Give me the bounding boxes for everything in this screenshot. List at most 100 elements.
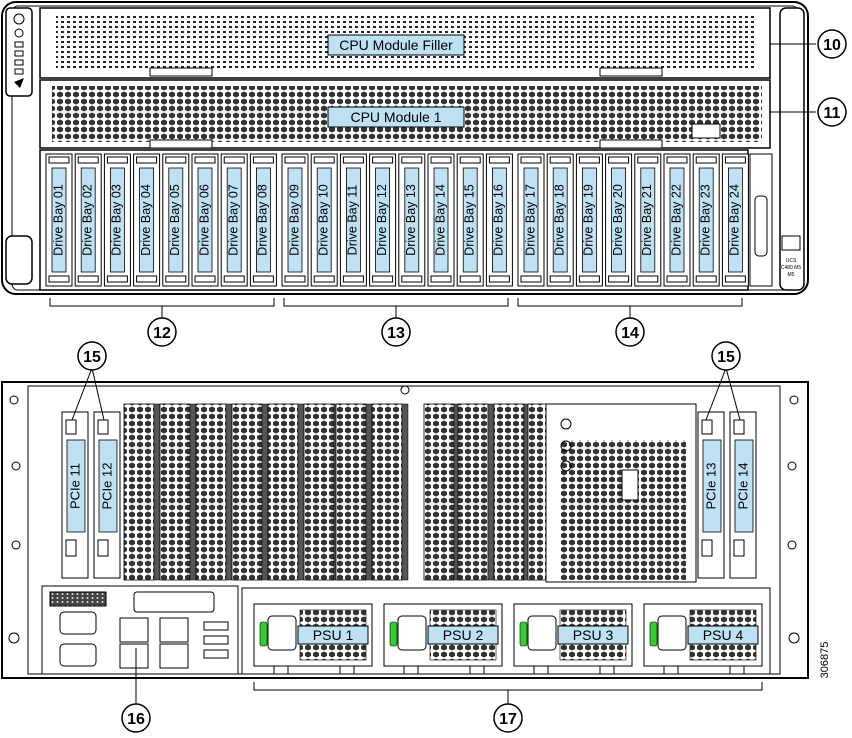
psu[interactable]: PSU 1 bbox=[253, 603, 373, 675]
drive-bay-label: Drive Bay 17 bbox=[523, 184, 537, 256]
ucs-label-1: UCS bbox=[786, 258, 797, 264]
drive-bay[interactable]: Drive Bay 07 bbox=[220, 153, 248, 287]
drive-bay[interactable]: Drive Bay 16 bbox=[485, 153, 513, 287]
ucs-label-2: C480 M5 bbox=[781, 265, 802, 271]
svg-text:14: 14 bbox=[621, 325, 639, 342]
cpu-filler-label: CPU Module Filler bbox=[339, 37, 453, 53]
pcie-slot-filler bbox=[493, 403, 531, 581]
figure-id: 306875 bbox=[819, 642, 831, 679]
drive-bay[interactable]: Drive Bay 20 bbox=[605, 153, 633, 287]
pcie-slot-filler bbox=[335, 403, 373, 581]
front-io-panel: UCS C480 M5 M5 bbox=[749, 153, 802, 287]
drive-bay[interactable]: Drive Bay 11 bbox=[339, 153, 367, 287]
psu-label: PSU 4 bbox=[703, 627, 744, 643]
vga-port-icon bbox=[59, 643, 97, 667]
drive-bay-label: Drive Bay 05 bbox=[168, 184, 182, 256]
psu-label: PSU 1 bbox=[313, 627, 354, 643]
cpu-module-1: CPU Module 1 bbox=[39, 79, 771, 149]
svg-text:13: 13 bbox=[387, 325, 405, 342]
callout-13: 13 bbox=[381, 317, 411, 347]
psu[interactable]: PSU 4 bbox=[643, 603, 763, 675]
drive-bay-label: Drive Bay 09 bbox=[287, 184, 301, 256]
drive-bay[interactable]: Drive Bay 24 bbox=[721, 153, 749, 287]
pcie-slot-filler bbox=[371, 403, 409, 581]
drive-bay[interactable]: Drive Bay 08 bbox=[249, 153, 277, 287]
drive-bay-label: Drive Bay 23 bbox=[698, 184, 712, 256]
drive-bay-label: Drive Bay 22 bbox=[669, 184, 683, 256]
psu-status-led bbox=[259, 621, 268, 647]
pcie-slot-filler bbox=[231, 403, 269, 581]
drive-bay[interactable]: Drive Bay 06 bbox=[191, 153, 219, 287]
svg-text:10: 10 bbox=[823, 37, 841, 54]
callout-17: 17 bbox=[493, 703, 523, 733]
bracket-14 bbox=[517, 298, 743, 307]
callout-14: 14 bbox=[615, 317, 645, 347]
drive-bay[interactable]: Drive Bay 18 bbox=[546, 153, 574, 287]
drive-bay-label: Drive Bay 03 bbox=[110, 184, 124, 256]
drive-bay[interactable]: Drive Bay 05 bbox=[162, 153, 190, 287]
drive-bay-label: Drive Bay 06 bbox=[197, 184, 211, 256]
drive-bay[interactable]: Drive Bay 23 bbox=[692, 153, 720, 287]
drive-bay[interactable]: Drive Bay 02 bbox=[74, 153, 102, 287]
drive-bay[interactable]: Drive Bay 09 bbox=[281, 153, 309, 287]
psu[interactable]: PSU 3 bbox=[513, 603, 633, 675]
id-button-icon bbox=[14, 28, 24, 38]
usb-port-1-icon bbox=[203, 621, 229, 631]
drive-bay-label: Drive Bay 16 bbox=[492, 184, 506, 256]
callout-12: 12 bbox=[147, 317, 177, 347]
pcie-card[interactable]: PCIe 12 bbox=[93, 411, 121, 579]
rj45-port-3-icon bbox=[159, 617, 189, 643]
callout-16: 16 bbox=[121, 703, 151, 733]
power-inlet-icon bbox=[397, 615, 427, 651]
drive-bay-label: Drive Bay 15 bbox=[462, 184, 476, 256]
right-handle bbox=[779, 7, 805, 291]
pcie-label: PCIe 14 bbox=[735, 463, 750, 510]
drive-bay-label: Drive Bay 24 bbox=[728, 184, 742, 256]
drive-bay[interactable]: Drive Bay 10 bbox=[310, 153, 338, 287]
drive-bay[interactable]: Drive Bay 22 bbox=[663, 153, 691, 287]
drive-bay[interactable]: Drive Bay 13 bbox=[398, 153, 426, 287]
pcie-card[interactable]: PCIe 14 bbox=[729, 411, 757, 579]
svg-text:12: 12 bbox=[153, 325, 171, 342]
drive-bay[interactable]: Drive Bay 21 bbox=[634, 153, 662, 287]
drive-bay[interactable]: Drive Bay 04 bbox=[133, 153, 161, 287]
drive-bay-label: Drive Bay 13 bbox=[404, 184, 418, 256]
ucs-label-3: M5 bbox=[788, 272, 795, 278]
power-inlet-icon bbox=[657, 615, 687, 651]
pcie-label: PCIe 13 bbox=[703, 463, 718, 510]
wrench-icon bbox=[14, 78, 24, 88]
drive-bay[interactable]: Drive Bay 14 bbox=[427, 153, 455, 287]
drive-bay[interactable]: Drive Bay 12 bbox=[369, 153, 397, 287]
drive-bay[interactable]: Drive Bay 01 bbox=[45, 153, 73, 287]
cpu-module-label: CPU Module 1 bbox=[350, 109, 441, 125]
psu-status-led bbox=[649, 621, 658, 647]
pcie-slot-filler bbox=[303, 403, 341, 581]
pcie-slot-filler bbox=[423, 403, 461, 581]
pcie-card[interactable]: PCIe 13 bbox=[697, 411, 725, 579]
cpu-module-filler: CPU Module Filler bbox=[39, 7, 771, 79]
drive-bay-label: Drive Bay 19 bbox=[582, 184, 596, 256]
rj45-port-4-icon bbox=[159, 643, 189, 669]
pcie-label: PCIe 12 bbox=[99, 463, 114, 510]
rear-fan-vent bbox=[545, 403, 697, 583]
svg-text:17: 17 bbox=[499, 711, 517, 728]
pcie-card[interactable]: PCIe 11 bbox=[61, 411, 89, 579]
psu[interactable]: PSU 2 bbox=[383, 603, 503, 675]
drive-bay[interactable]: Drive Bay 17 bbox=[517, 153, 545, 287]
drive-bay[interactable]: Drive Bay 15 bbox=[456, 153, 484, 287]
pcie-slot-filler bbox=[159, 403, 197, 581]
drive-bay-label: Drive Bay 12 bbox=[375, 184, 389, 256]
callout-15-right: 15 bbox=[711, 341, 741, 371]
drive-bay[interactable]: Drive Bay 03 bbox=[103, 153, 131, 287]
drive-bay-label: Drive Bay 11 bbox=[346, 185, 360, 256]
drive-bay-label: Drive Bay 18 bbox=[552, 184, 566, 256]
drive-bay-label: Drive Bay 10 bbox=[316, 184, 330, 256]
usb-port-2-icon bbox=[203, 635, 229, 645]
bracket-12 bbox=[49, 298, 275, 307]
svg-text:16: 16 bbox=[127, 711, 145, 728]
drive-bay[interactable]: Drive Bay 19 bbox=[575, 153, 603, 287]
